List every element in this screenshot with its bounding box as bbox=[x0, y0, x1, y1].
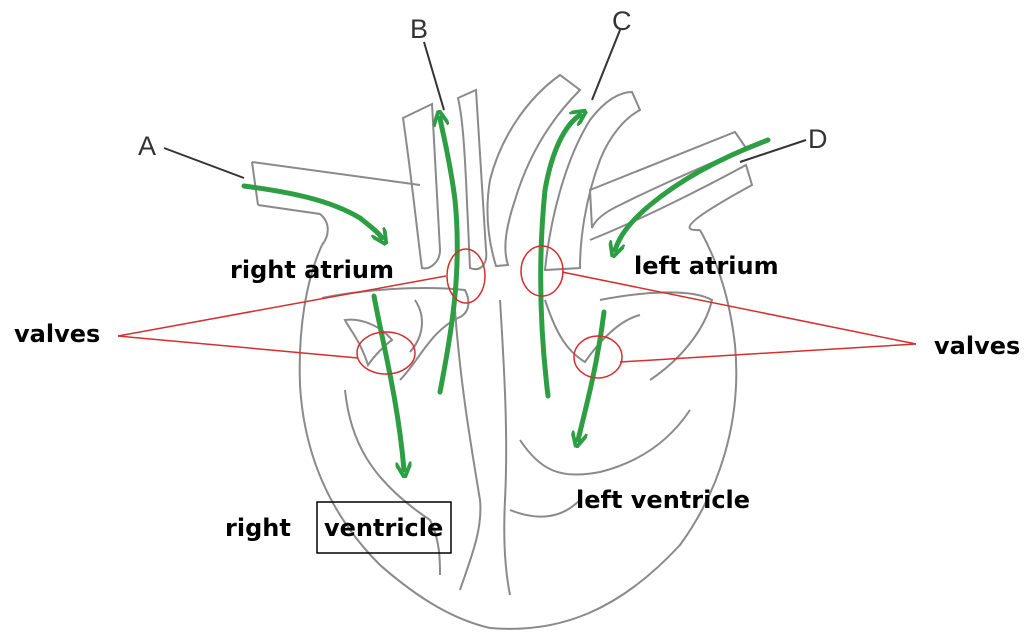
pointer-a bbox=[164, 148, 244, 178]
flow-arrow-right-ventricle bbox=[374, 296, 404, 470]
pulmonary-trunk bbox=[458, 90, 486, 269]
aorta-arch bbox=[545, 92, 640, 270]
label-valves-left: valves bbox=[14, 320, 100, 348]
left-ventricle-trabeculae bbox=[520, 410, 690, 475]
pointer-c bbox=[592, 30, 620, 100]
flow-arrow-pulmonary-vein bbox=[615, 140, 768, 250]
valve-line-left-upper bbox=[118, 276, 446, 336]
letter-pointers bbox=[164, 30, 806, 178]
letter-d: D bbox=[808, 124, 828, 154]
valve-pulmonary bbox=[447, 249, 485, 303]
pointer-b bbox=[424, 42, 444, 110]
mitral-flap bbox=[545, 300, 640, 362]
pulmonary-vein-upper bbox=[590, 132, 746, 228]
left-atrium-floor bbox=[600, 292, 712, 380]
pulmonary-vein-lower bbox=[590, 165, 752, 240]
label-left-ventricle: left ventricle bbox=[576, 486, 750, 514]
flow-arrow-left-ventricle bbox=[578, 312, 604, 440]
letter-b: B bbox=[410, 14, 428, 44]
septum-right bbox=[500, 300, 510, 595]
left-ventricle-apex bbox=[510, 500, 580, 517]
pulmonary-artery bbox=[403, 104, 440, 268]
vena-cava bbox=[252, 162, 420, 245]
septum-left bbox=[455, 310, 480, 590]
right-ventricle-wall bbox=[345, 390, 440, 575]
label-right-ventricle-1: right bbox=[225, 514, 291, 542]
valve-line-right-upper bbox=[562, 272, 916, 344]
heart-outline bbox=[252, 75, 752, 629]
vena-cava-end bbox=[252, 162, 258, 205]
letter-c: C bbox=[612, 6, 632, 36]
valve-line-left-lower bbox=[118, 336, 358, 358]
outer-wall bbox=[300, 230, 737, 629]
label-right-ventricle-2: ventricle bbox=[324, 514, 443, 542]
label-valves-right: valves bbox=[934, 332, 1020, 360]
label-left-atrium: left atrium bbox=[634, 252, 779, 280]
valve-line-right-lower bbox=[620, 344, 916, 362]
pointer-d bbox=[740, 140, 806, 162]
label-right-atrium: right atrium bbox=[230, 256, 394, 284]
letter-a: A bbox=[138, 131, 156, 161]
